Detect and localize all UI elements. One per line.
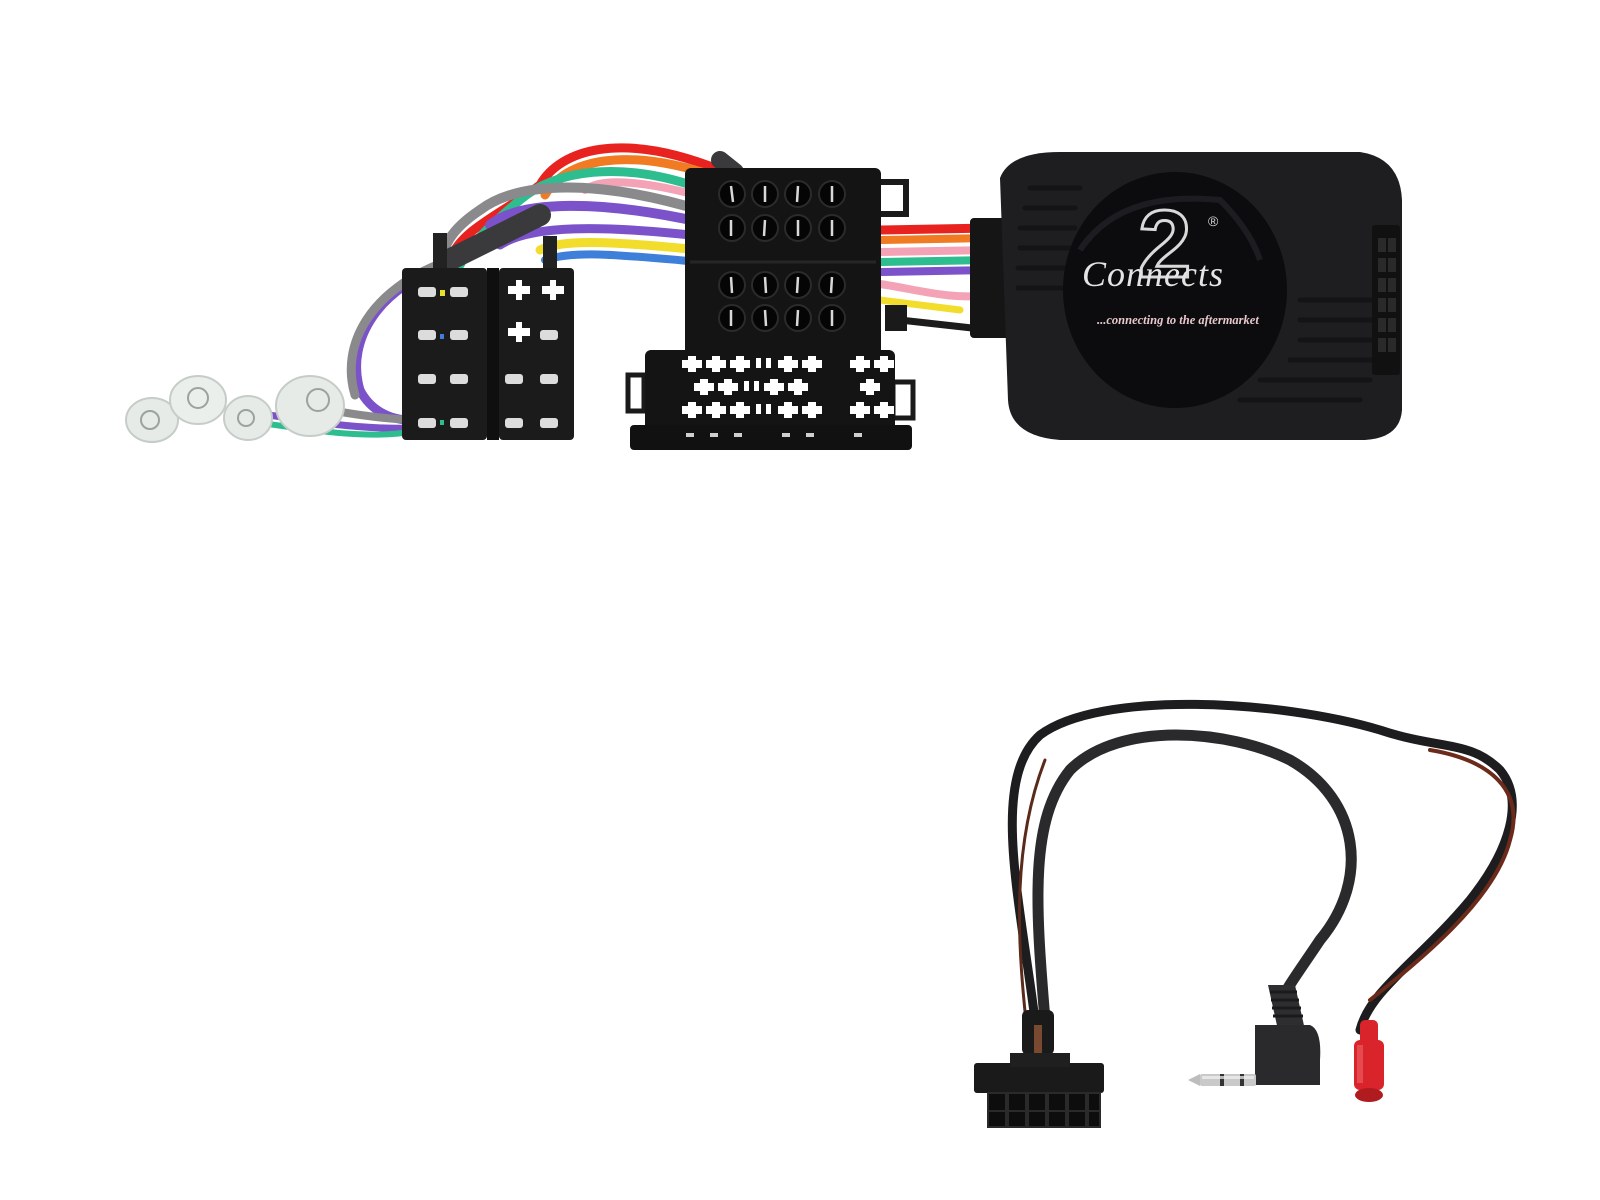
jack-plug: [1188, 985, 1321, 1086]
iso-16pin-connector: [685, 168, 909, 358]
registered-mark: ®: [1208, 213, 1219, 229]
12pin-plug: [974, 1010, 1104, 1128]
brand-script: Connects: [1082, 254, 1224, 294]
interface-module: [970, 152, 1402, 440]
bullet-connectors: [125, 375, 345, 443]
red-bullet-connector: [1354, 1020, 1384, 1102]
brand-badge: [1063, 172, 1287, 408]
brand-tagline: ...connecting to the aftermarket: [1097, 313, 1259, 327]
patch-lead-wires: [1007, 699, 1517, 1042]
quadlock-connector: [625, 350, 916, 450]
brand-logo: 2 ® Connects: [1080, 195, 1280, 325]
iso-split-connector: [402, 233, 574, 440]
brand-numeral: 2: [1136, 191, 1192, 298]
